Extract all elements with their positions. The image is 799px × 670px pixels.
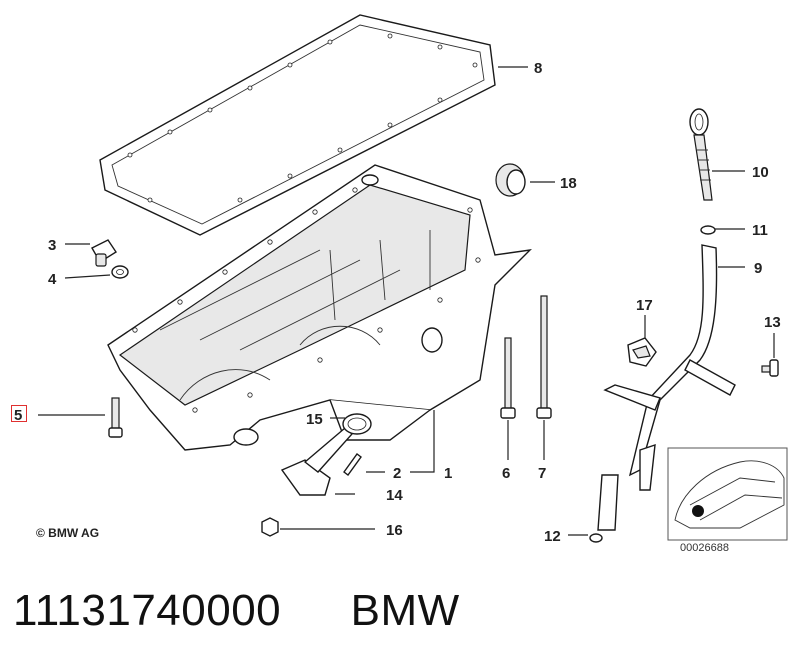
callout-1: 1 bbox=[444, 465, 452, 482]
gasket-15 bbox=[342, 413, 372, 435]
dipstick bbox=[689, 108, 713, 201]
callout-2: 2 bbox=[393, 465, 401, 482]
o-ring-11 bbox=[700, 225, 716, 235]
callout-14: 14 bbox=[386, 487, 403, 504]
screw-7 bbox=[536, 295, 552, 419]
callout-12: 12 bbox=[544, 528, 561, 545]
sealing-washer bbox=[111, 265, 129, 279]
screw-6 bbox=[500, 337, 516, 419]
part-number: 11131740000 bbox=[13, 586, 282, 635]
oil-pan-gasket bbox=[99, 14, 496, 236]
callout-11: 11 bbox=[752, 222, 768, 239]
callout-4: 4 bbox=[48, 271, 57, 288]
callout-7: 7 bbox=[538, 465, 546, 482]
callout-16: 16 bbox=[386, 522, 403, 539]
plug-18 bbox=[495, 163, 526, 197]
callout-15: 15 bbox=[306, 411, 323, 428]
callout-9: 9 bbox=[754, 260, 762, 277]
callout-labels: 8 18 3 4 5 15 2 1 14 16 6 7 10 11 9 17 1… bbox=[14, 60, 781, 545]
callout-5[interactable]: 5 bbox=[14, 407, 22, 424]
brand-name: BMW bbox=[350, 586, 460, 635]
drain-plug bbox=[91, 239, 117, 267]
callout-10: 10 bbox=[752, 164, 769, 181]
guide-tube bbox=[597, 244, 736, 531]
highlighted-callout-box bbox=[11, 405, 27, 422]
nut-16 bbox=[261, 517, 279, 537]
oil-pickup-pipe bbox=[280, 427, 353, 496]
bolt-5 bbox=[108, 397, 123, 438]
copyright-label: © BMW AG bbox=[36, 526, 100, 540]
callout-leader-lines bbox=[38, 66, 775, 536]
pin-2 bbox=[343, 453, 362, 476]
callout-13: 13 bbox=[764, 314, 781, 331]
callout-18: 18 bbox=[560, 175, 577, 192]
part-caption: 11131740000 BMW bbox=[13, 586, 460, 636]
o-ring-12 bbox=[589, 533, 603, 543]
bolt-13 bbox=[761, 359, 779, 377]
inset-reference-number: 00026688 bbox=[680, 542, 729, 554]
callout-8: 8 bbox=[534, 60, 542, 77]
location-marker-icon bbox=[692, 505, 704, 517]
clip-17 bbox=[627, 337, 657, 367]
callout-17: 17 bbox=[636, 297, 653, 314]
vehicle-location-inset bbox=[667, 447, 788, 541]
callout-3: 3 bbox=[48, 237, 56, 254]
callout-6: 6 bbox=[502, 465, 510, 482]
